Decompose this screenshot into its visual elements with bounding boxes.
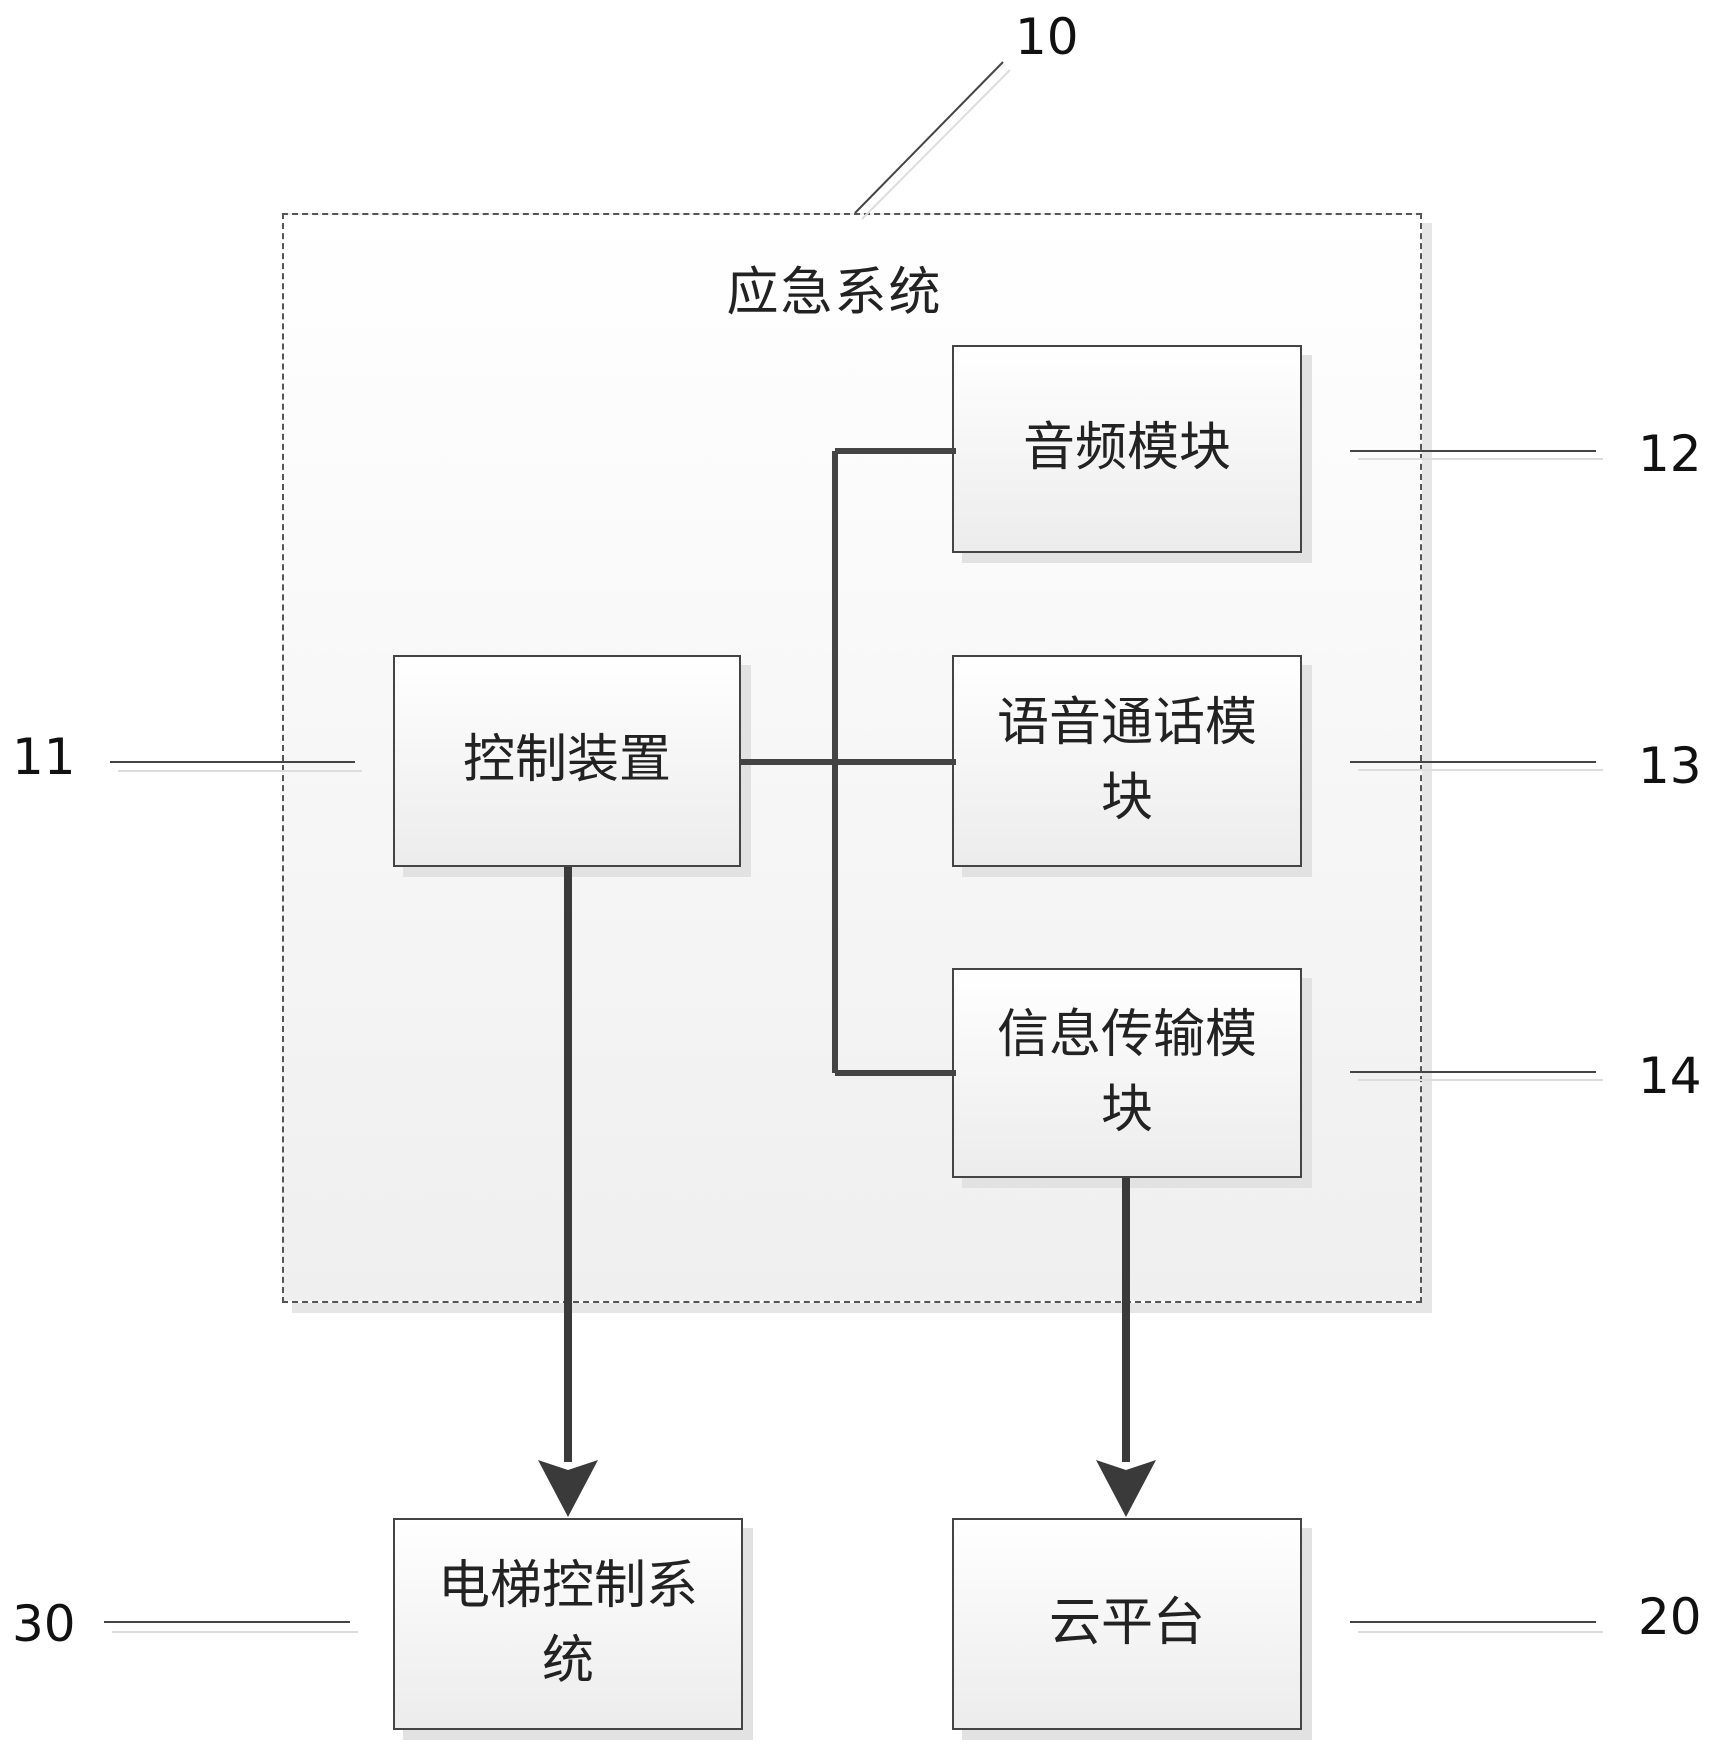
ref-label-20: 20 xyxy=(1638,1588,1702,1646)
ref-label-10: 10 xyxy=(1015,8,1079,66)
node-label: 音频模块 xyxy=(1022,418,1231,479)
ref-label-12: 12 xyxy=(1638,425,1702,483)
node-elevator-control-system[interactable]: 电梯控制系统 xyxy=(393,1518,743,1730)
node-label: 语音通话模块 xyxy=(996,692,1257,828)
node-label: 信息传输模块 xyxy=(996,1004,1257,1140)
node-cloud-platform[interactable]: 云平台 xyxy=(952,1518,1302,1730)
node-audio-module[interactable]: 音频模块 xyxy=(952,345,1302,553)
ref-label-30: 30 xyxy=(12,1595,76,1653)
node-control-device[interactable]: 控制装置 xyxy=(393,655,741,867)
node-voice-call-module[interactable]: 语音通话模块 xyxy=(952,655,1302,867)
arrowhead-cloud xyxy=(1096,1460,1156,1517)
node-label: 云平台 xyxy=(1048,1593,1205,1654)
ref-label-11: 11 xyxy=(12,728,76,786)
node-label: 电梯控制系统 xyxy=(437,1555,698,1691)
arrowhead-elevator xyxy=(538,1460,598,1517)
container-title: 应急系统 xyxy=(726,263,943,323)
ref-label-14: 14 xyxy=(1638,1047,1702,1105)
node-info-transfer-module[interactable]: 信息传输模块 xyxy=(952,968,1302,1178)
leader-line-10 xyxy=(854,61,1004,214)
ref-label-13: 13 xyxy=(1638,737,1702,795)
leader-line-10-shadow xyxy=(861,69,1011,220)
node-label: 控制装置 xyxy=(462,730,671,791)
